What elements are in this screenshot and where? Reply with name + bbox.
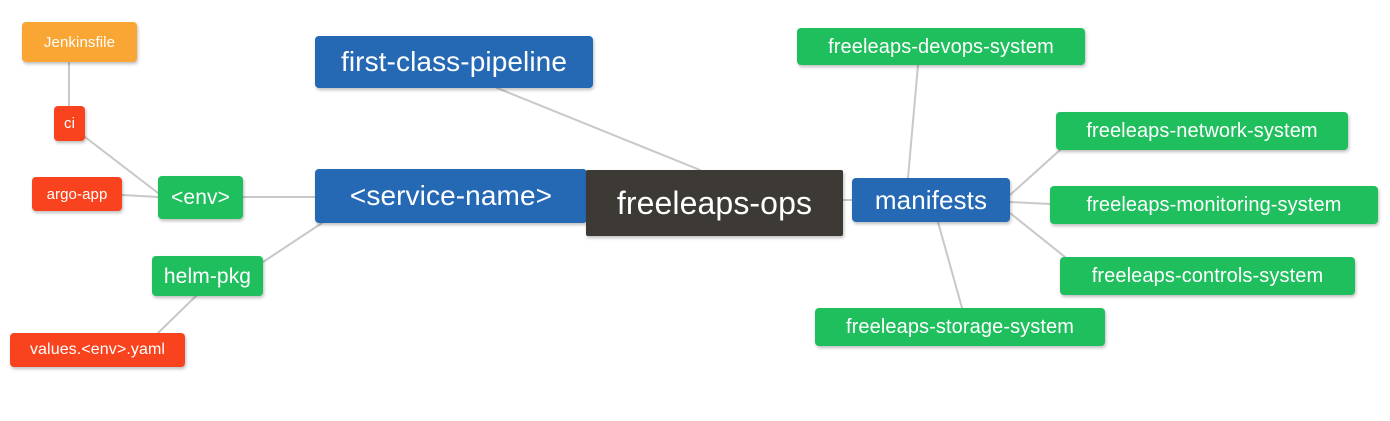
- node-label-service-name: <service-name>: [349, 180, 553, 211]
- node-freeleaps-devops-system[interactable]: freeleaps-devops-system: [797, 28, 1085, 65]
- node-manifests[interactable]: manifests: [852, 178, 1010, 222]
- node-label-freeleaps-controls-system: freeleaps-controls-system: [1091, 265, 1324, 287]
- node-freeleaps-network-system[interactable]: freeleaps-network-system: [1056, 112, 1348, 150]
- node-label-argo-app: argo-app: [46, 185, 108, 203]
- node-label-freeleaps-devops-system: freeleaps-devops-system: [828, 35, 1054, 58]
- edge-freeleaps-devops-system-to-manifests: [907, 64, 919, 179]
- node-helm-pkg[interactable]: helm-pkg: [152, 256, 263, 296]
- node-label-ci: ci: [63, 115, 76, 132]
- edge-first-class-pipeline-to-freeleaps-ops: [496, 87, 701, 171]
- node-label-env: <env>: [171, 186, 230, 209]
- node-freeleaps-storage-system[interactable]: freeleaps-storage-system: [815, 308, 1105, 346]
- node-ci[interactable]: ci: [54, 106, 85, 141]
- node-freeleaps-ops[interactable]: freeleaps-ops: [586, 170, 843, 236]
- node-values-yaml[interactable]: values.<env>.yaml: [10, 333, 185, 367]
- node-label-jenkinsfile: Jenkinsfile: [43, 33, 116, 51]
- edge-freeleaps-storage-system-to-manifests: [937, 221, 963, 309]
- node-first-class-pipeline[interactable]: first-class-pipeline: [315, 36, 593, 88]
- node-label-helm-pkg: helm-pkg: [163, 264, 252, 288]
- node-jenkinsfile[interactable]: Jenkinsfile: [22, 22, 137, 62]
- node-label-manifests: manifests: [874, 185, 988, 215]
- node-label-freeleaps-ops: freeleaps-ops: [616, 185, 813, 221]
- node-label-freeleaps-storage-system: freeleaps-storage-system: [845, 316, 1075, 338]
- edge-argo-app-to-env: [121, 194, 159, 198]
- node-label-freeleaps-monitoring-system: freeleaps-monitoring-system: [1086, 194, 1342, 216]
- edge-values-yaml-to-helm-pkg: [157, 295, 197, 334]
- edge-helm-pkg-to-service-name: [262, 222, 323, 263]
- node-argo-app[interactable]: argo-app: [32, 177, 122, 211]
- node-freeleaps-controls-system[interactable]: freeleaps-controls-system: [1060, 257, 1355, 295]
- edge-freeleaps-monitoring-system-to-manifests: [1009, 201, 1051, 205]
- node-service-name[interactable]: <service-name>: [315, 169, 587, 223]
- node-label-first-class-pipeline: first-class-pipeline: [340, 46, 568, 77]
- node-label-values-yaml: values.<env>.yaml: [29, 341, 166, 358]
- node-label-freeleaps-network-system: freeleaps-network-system: [1086, 120, 1318, 142]
- node-freeleaps-monitoring-system[interactable]: freeleaps-monitoring-system: [1050, 186, 1378, 224]
- node-env[interactable]: <env>: [158, 176, 243, 219]
